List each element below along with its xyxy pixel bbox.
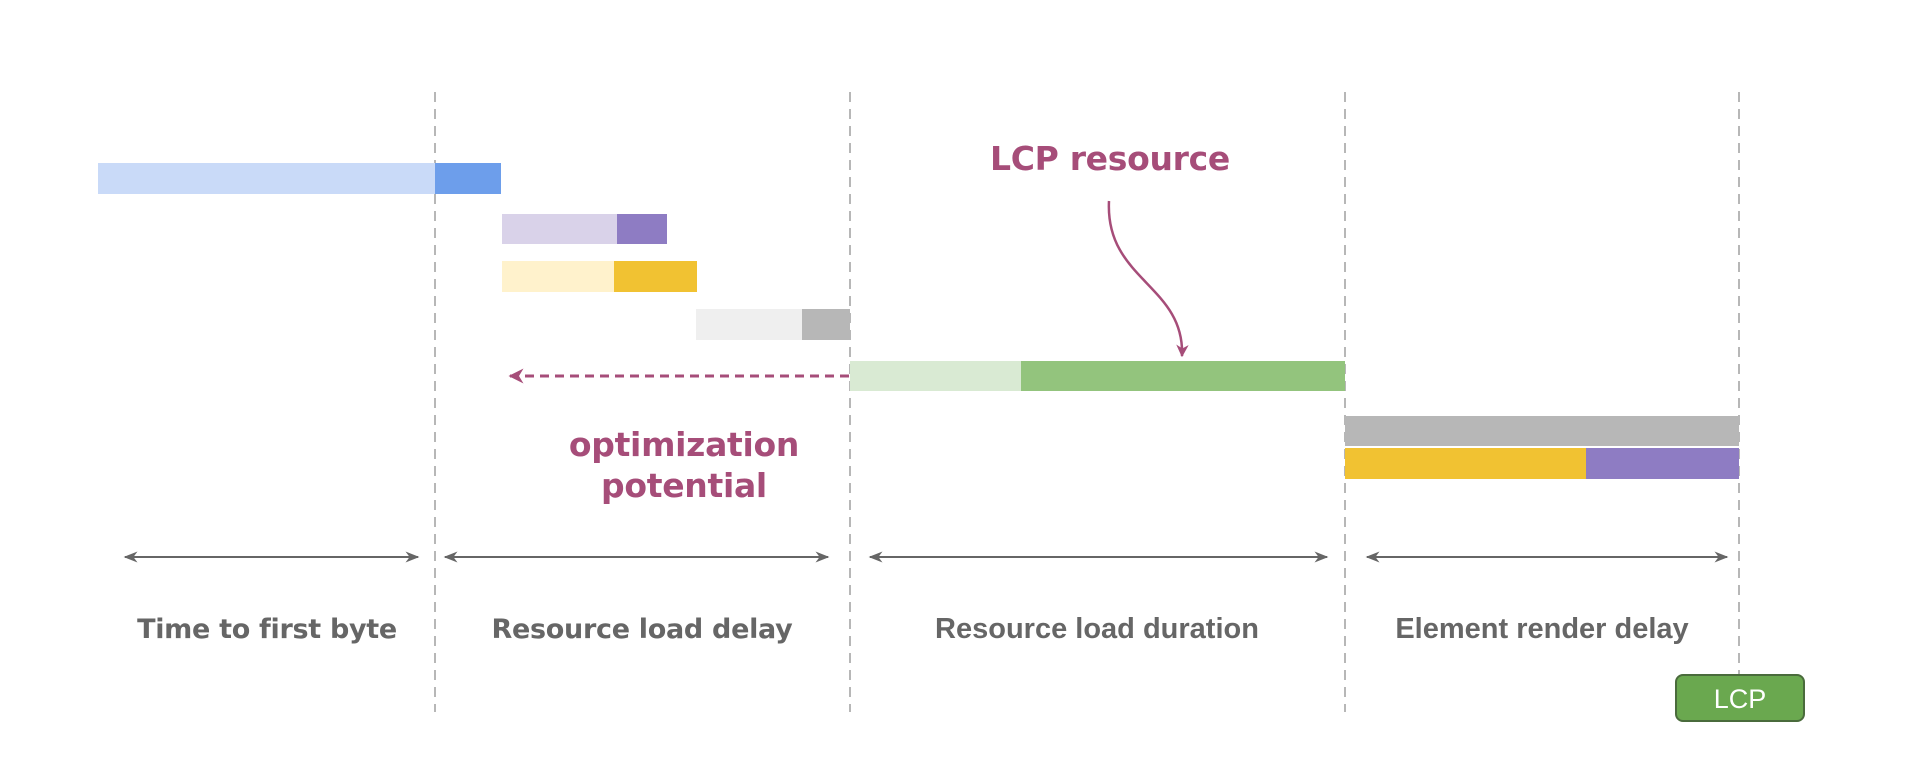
request-other-resource xyxy=(696,309,850,340)
render-task-purple xyxy=(1586,448,1739,479)
phase-label-render-delay: Element render delay xyxy=(1395,613,1688,645)
render-main-bar xyxy=(1345,416,1739,446)
request-bars xyxy=(98,163,1345,391)
bar-wait xyxy=(502,214,617,244)
bar-active xyxy=(435,163,501,194)
bar-active xyxy=(617,214,667,244)
phase-label-load-duration: Resource load duration xyxy=(935,613,1259,645)
lcp-resource-label: LCP resource xyxy=(990,139,1230,178)
render-bars xyxy=(1345,416,1739,479)
request-css-resource xyxy=(502,214,667,244)
bar-wait xyxy=(850,361,1021,391)
phase-label-load-delay: Resource load delay xyxy=(492,614,794,645)
bar-wait xyxy=(696,309,802,340)
request-html-document xyxy=(98,163,501,194)
optimization-label-line1: optimization xyxy=(569,425,799,464)
phase-labels: Time to first byte Resource load delay R… xyxy=(137,613,1689,645)
lcp-resource-pointer-arrow xyxy=(1107,200,1189,358)
lcp-badge-background xyxy=(1675,674,1805,722)
phase-label-ttfb: Time to first byte xyxy=(137,614,397,645)
bar-wait xyxy=(502,261,614,292)
lcp-badge: LCP xyxy=(1675,674,1805,722)
phase-dividers xyxy=(434,92,1740,712)
bar-wait xyxy=(98,163,435,194)
bar-active xyxy=(614,261,697,292)
bar-active xyxy=(802,309,850,340)
render-task-yellow xyxy=(1345,448,1586,479)
request-lcp-resource xyxy=(850,361,1345,391)
optimization-label-line2: potential xyxy=(601,466,767,505)
request-js-resource xyxy=(502,261,697,292)
lcp-badge-label: LCP xyxy=(1714,684,1767,714)
bar-active xyxy=(1021,361,1345,391)
